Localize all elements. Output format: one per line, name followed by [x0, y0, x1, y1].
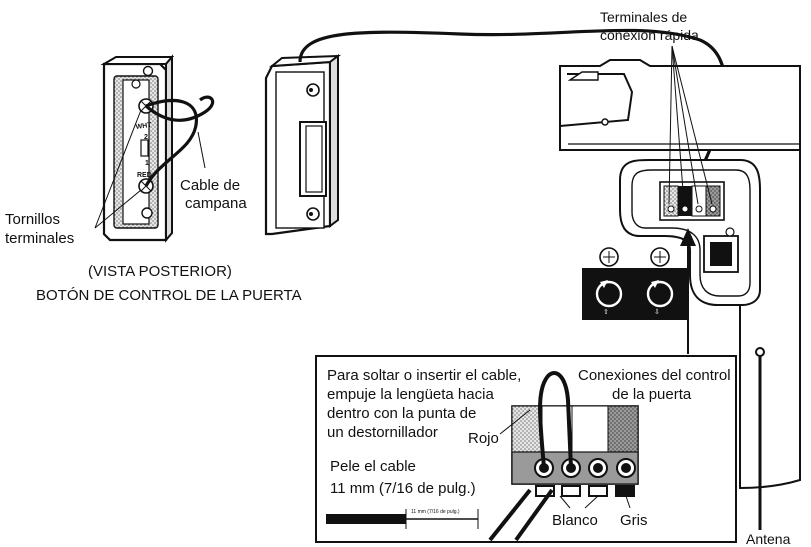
terminal-detail-inset: 11 mm (7/16 de pulg.) — [315, 355, 737, 543]
door-button-rear-view: WHT 2 1 RED — [94, 54, 215, 243]
door-control-connections-1: Conexiones del control — [578, 367, 731, 384]
release-instructions-4: un destornillador — [327, 424, 438, 441]
door-control-button-label: BOTÓN DE CONTROL DE LA PUERTA — [36, 287, 302, 304]
gray-label: Gris — [620, 512, 648, 529]
terminal-label-wht: WHT — [135, 122, 152, 131]
terminal-label-red: RED — [137, 172, 152, 179]
door-control-connections-2: de la puerta — [612, 386, 692, 403]
svg-text:⇧: ⇧ — [603, 308, 609, 316]
red-wire-label: Rojo — [468, 430, 499, 447]
release-instructions-1: Para soltar o insertir el cable, — [327, 367, 521, 384]
quick-terminals-label-2: conexión rápida — [600, 27, 699, 43]
release-instructions-2: empuje la lengüeta hacia — [327, 386, 494, 403]
terminal-label-2: 2 — [144, 134, 148, 141]
terminal-screws-label-2: terminales — [5, 230, 74, 247]
rear-view-label: (VISTA POSTERIOR) — [88, 263, 232, 280]
antenna-label: Antena — [746, 531, 791, 547]
strip-ruler-label: 11 mm (7/16 de pulg.) — [411, 509, 460, 515]
white-label: Blanco — [552, 512, 598, 529]
door-control-button — [264, 28, 727, 236]
labels: Terminales de conexión rápida Cable de c… — [5, 9, 791, 547]
release-instructions-3: dentro con la punta de — [327, 405, 476, 422]
terminal-label-1: 1 — [145, 160, 149, 167]
quick-terminals-label-1: Terminales de — [600, 9, 687, 25]
terminal-screws-label-1: Tornillos — [5, 211, 60, 228]
limit-adjust-panel — [582, 268, 688, 320]
bell-cable-label-2: campana — [185, 195, 247, 212]
bell-cable-label-1: Cable de — [180, 177, 240, 194]
strip-label-2: 11 mm (7/16 de pulg.) — [330, 480, 476, 497]
garage-door-opener: ⇧ ⇩ — [559, 45, 801, 490]
antenna — [755, 347, 765, 530]
strip-label-1: Pele el cable — [330, 458, 416, 475]
svg-text:⇩: ⇩ — [654, 308, 660, 316]
stripped-wire-insulation — [326, 514, 406, 524]
